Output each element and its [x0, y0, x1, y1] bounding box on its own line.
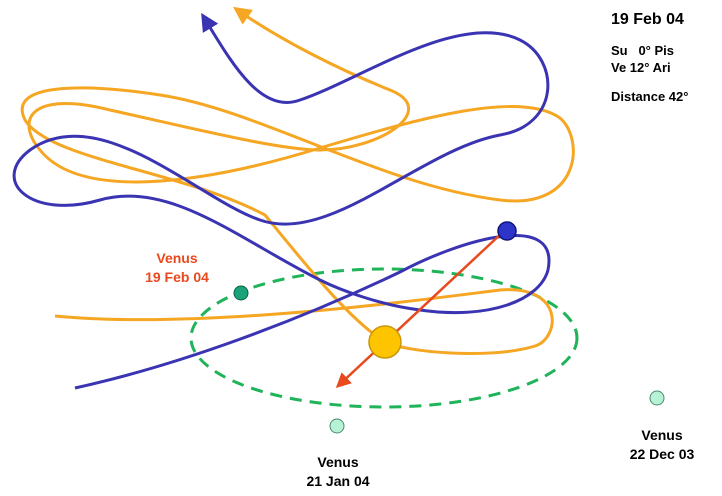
label-venus-22-dec-date: 22 Dec 03	[630, 446, 695, 462]
venus-orbit-ellipse	[189, 267, 579, 409]
label-venus-22-dec: Venus 22 Dec 03	[630, 427, 695, 462]
label-venus-21-jan: Venus 21 Jan 04	[306, 454, 369, 489]
info-distance: Distance 42°	[611, 89, 689, 104]
earth-marker	[497, 221, 517, 241]
label-venus-19-feb-date: 19 Feb 04	[145, 269, 209, 285]
info-venus-position: Ve 12° Ari	[611, 60, 671, 75]
info-panel: 19 Feb 04 Su 0° Pis Ve 12° Ari Distance …	[611, 10, 688, 105]
info-date: 19 Feb 04	[611, 11, 684, 28]
venus-marker-21-jan	[329, 418, 345, 434]
info-sun-position: Su 0° Pis	[611, 43, 675, 58]
label-venus-19-feb: Venus 19 Feb 04	[145, 250, 209, 285]
blue-path	[12, 12, 551, 390]
venus-marker-22-dec	[649, 390, 665, 406]
label-venus-22-dec-name: Venus	[641, 427, 682, 443]
venus-marker-19-feb	[233, 285, 249, 301]
sightline-arrow	[335, 231, 504, 389]
label-venus-21-jan-date: 21 Jan 04	[306, 473, 369, 489]
orange-path	[20, 6, 575, 356]
sun	[368, 325, 402, 359]
label-venus-19-feb-name: Venus	[156, 250, 197, 266]
label-venus-21-jan-name: Venus	[317, 454, 358, 470]
